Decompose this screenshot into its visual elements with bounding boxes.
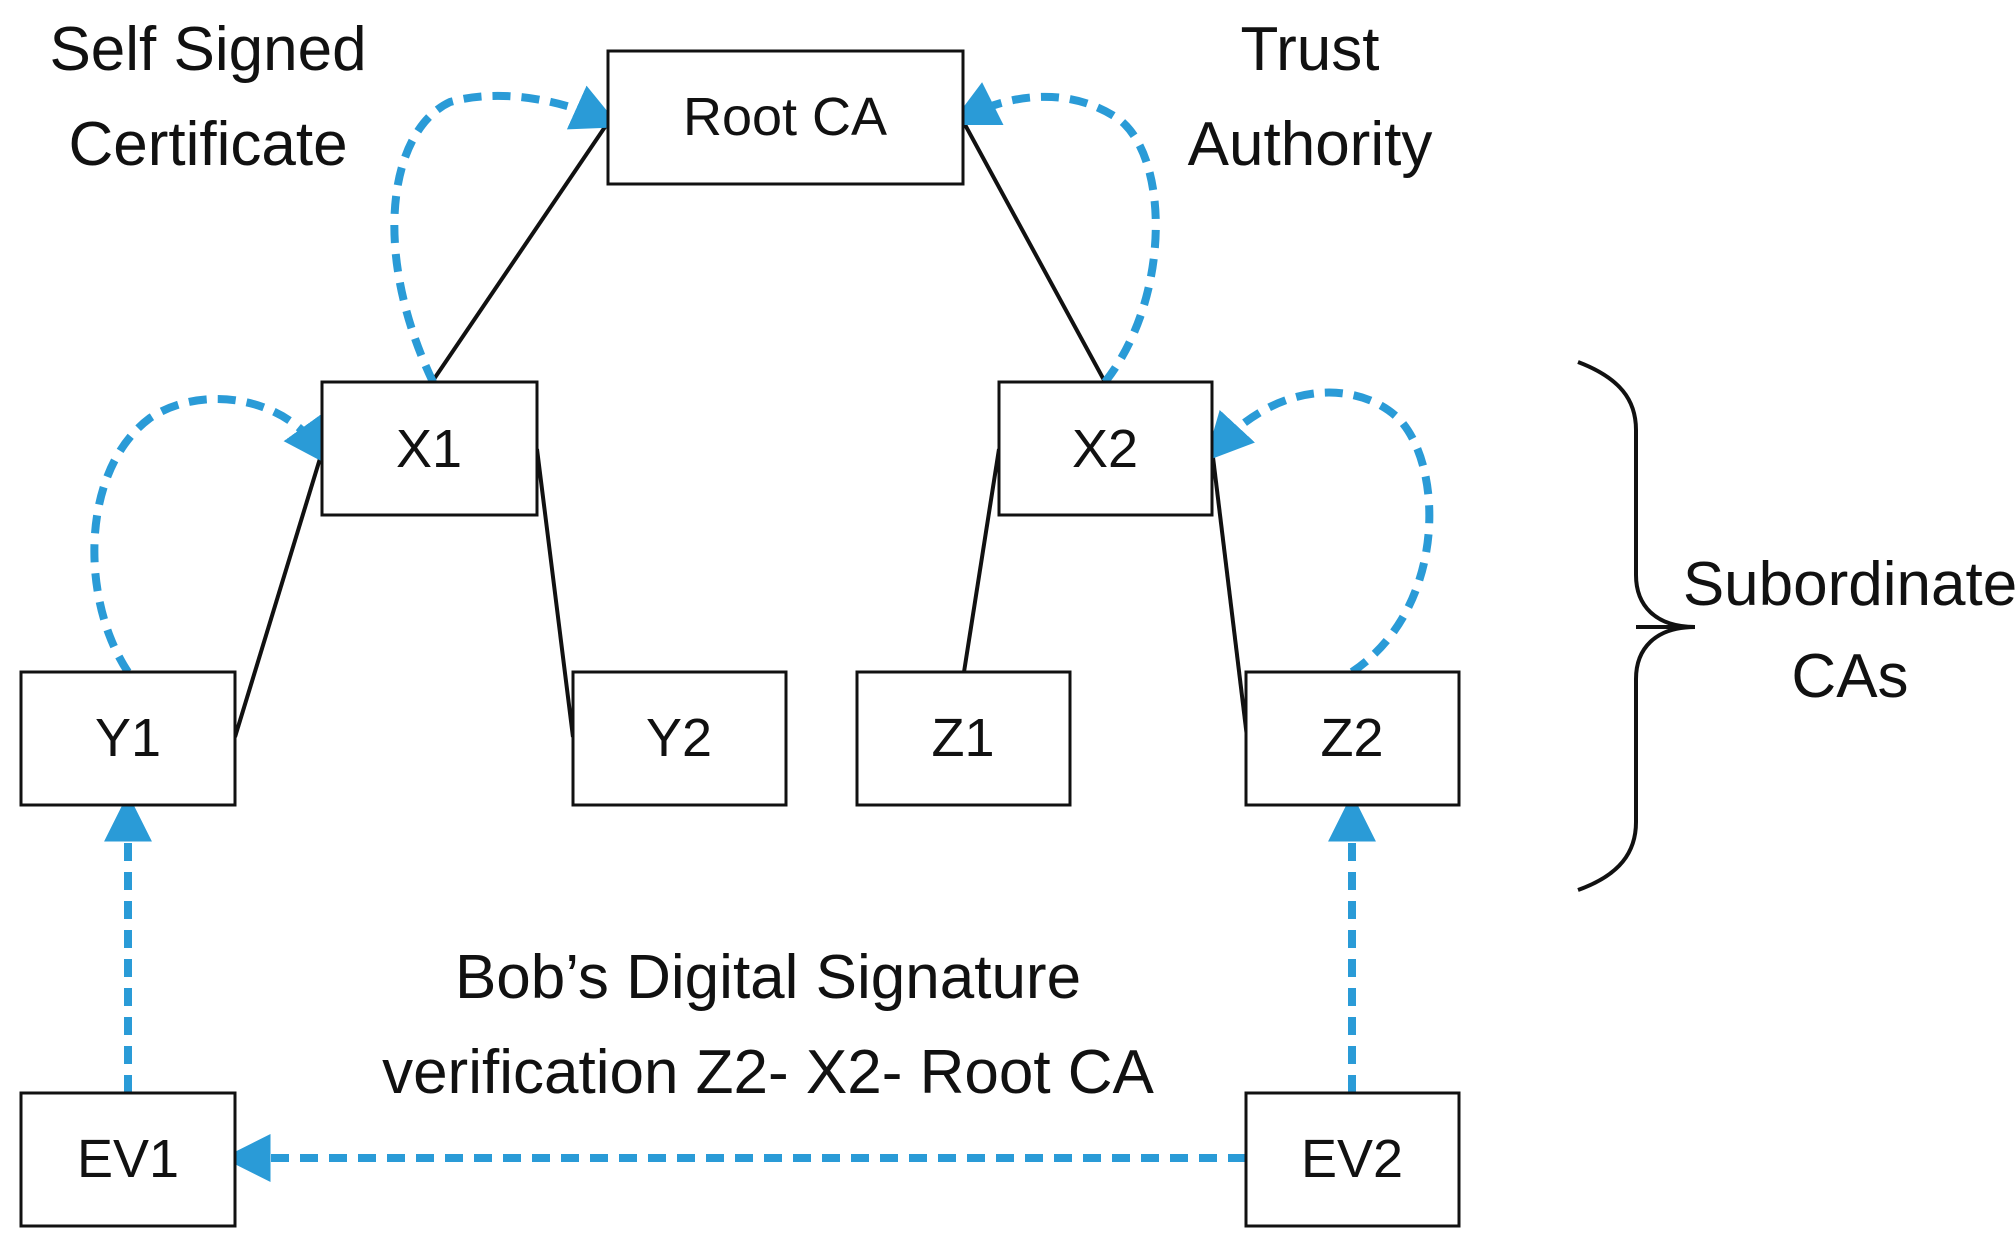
line-x1-root xyxy=(430,119,611,384)
caption-line: verification Z2- X2- Root CA xyxy=(382,1038,1154,1107)
node-label: Y1 xyxy=(95,708,161,768)
caption-line: CAs xyxy=(1791,642,1908,711)
arrow-z2-to-x2 xyxy=(1204,388,1434,676)
caption-line: Certificate xyxy=(68,110,347,179)
line-z2-x2 xyxy=(1210,448,1249,738)
caption-line: Self Signed xyxy=(49,15,366,84)
node-label: X2 xyxy=(1072,419,1138,479)
caption-trust-authority: Trust Authority xyxy=(1188,15,1433,179)
node-ev1: EV1 xyxy=(19,1091,237,1228)
caption-line: Authority xyxy=(1188,110,1433,179)
caption-line: Subordinate xyxy=(1683,550,2015,619)
hierarchy-lines xyxy=(233,119,1249,738)
node-label: Y2 xyxy=(646,708,712,768)
caption-verification: Bob’s Digital Signature verification Z2-… xyxy=(382,943,1154,1107)
line-y1-x1 xyxy=(233,451,324,738)
node-ev2: EV2 xyxy=(1244,1091,1461,1228)
caption-line: Trust xyxy=(1241,15,1380,84)
node-y1: Y1 xyxy=(19,670,237,807)
arrow-y1-to-x1 xyxy=(90,395,332,675)
node-label: EV2 xyxy=(1301,1129,1403,1189)
line-x2-root xyxy=(961,120,1107,383)
line-y2-x1 xyxy=(535,448,575,738)
node-root-ca: Root CA xyxy=(606,49,965,186)
arrow-x1-to-root xyxy=(390,85,621,384)
node-label: Z1 xyxy=(931,708,994,768)
line-z1-x2 xyxy=(962,448,1001,673)
arrow-x2-to-root xyxy=(949,82,1160,385)
node-label: X1 xyxy=(396,419,462,479)
caption-self-signed: Self Signed Certificate xyxy=(49,15,366,179)
node-label: Root CA xyxy=(683,87,887,147)
node-label: Z2 xyxy=(1320,708,1383,768)
node-x1: X1 xyxy=(320,380,539,517)
node-z2: Z2 xyxy=(1244,670,1461,807)
caption-subordinate-cas: Subordinate CAs xyxy=(1683,550,2015,711)
node-label: EV1 xyxy=(77,1129,179,1189)
node-z1: Z1 xyxy=(855,670,1072,807)
verification-arrows xyxy=(90,82,1434,1182)
caption-line: Bob’s Digital Signature xyxy=(455,943,1081,1012)
node-y2: Y2 xyxy=(571,670,788,807)
node-x2: X2 xyxy=(997,380,1214,517)
